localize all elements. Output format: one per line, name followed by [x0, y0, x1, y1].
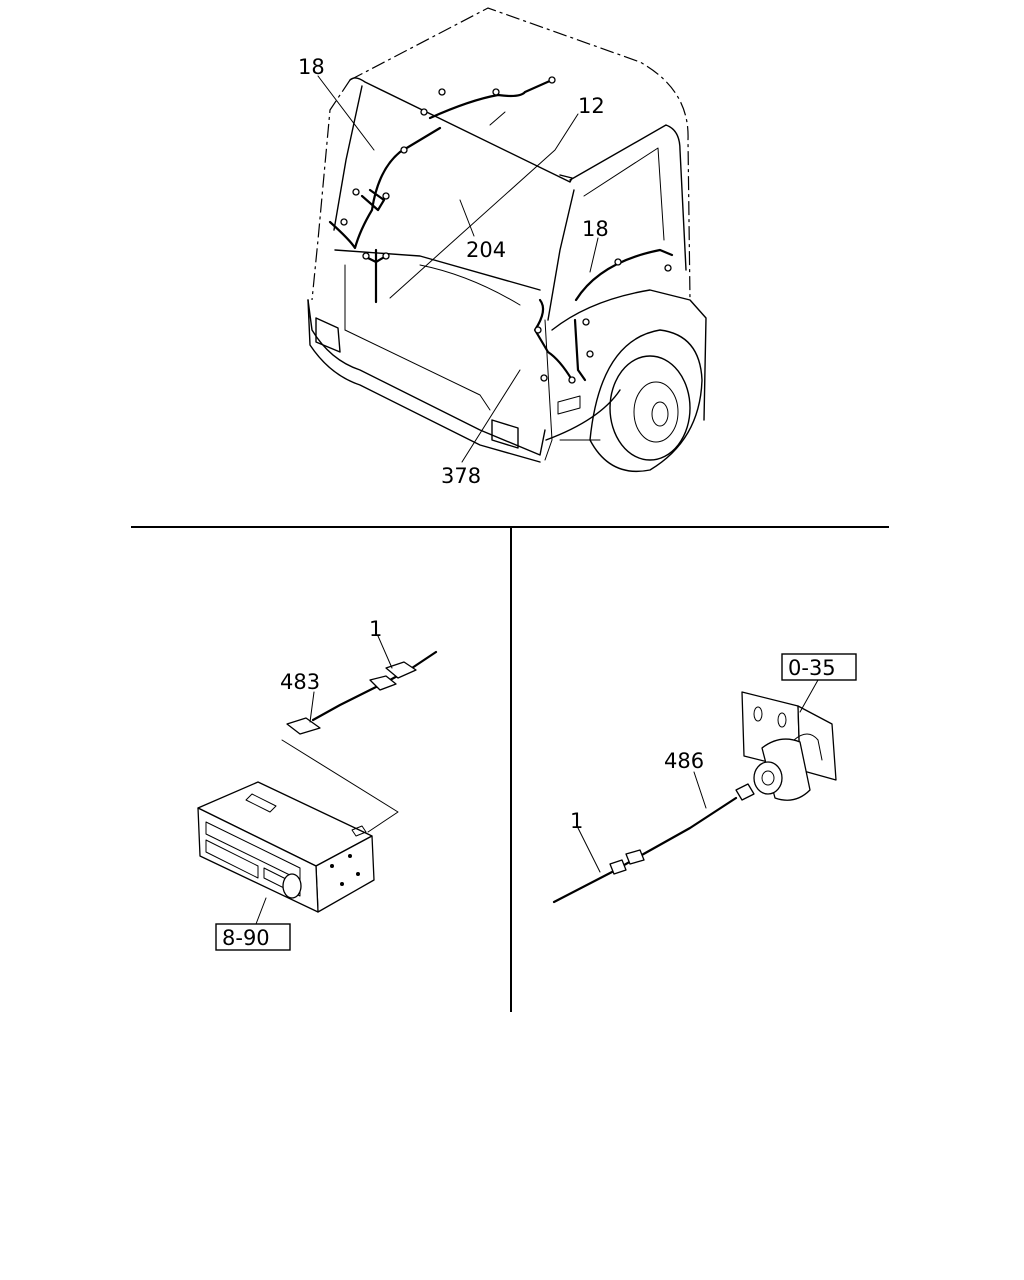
radio-connector-block: [351, 825, 367, 837]
body-side-panel: [551, 289, 707, 421]
leader-483: [309, 691, 315, 723]
bracket-hole-2: [777, 712, 787, 728]
callout-204: 204: [466, 238, 506, 262]
callout-1-antenna: 1: [570, 809, 583, 833]
callout-18-left: 18: [298, 55, 325, 79]
leader-204: [459, 199, 475, 237]
antenna-lead-wire: [311, 650, 438, 722]
wire-front-right: [533, 298, 574, 382]
right-a-pillar: [547, 189, 575, 321]
radio-knob: [282, 873, 302, 899]
radio-screw-4: [356, 872, 360, 876]
callout-483: 483: [280, 670, 320, 694]
bracket-hole-1: [753, 706, 763, 722]
callout-12: 12: [578, 94, 605, 118]
callout-1-radio: 1: [369, 617, 382, 641]
wire-harness-left: [328, 126, 442, 250]
callout-486: 486: [664, 749, 704, 773]
harness-connectors: [340, 76, 672, 384]
radio-screw-2: [348, 854, 352, 858]
lead-connector-2: [369, 675, 397, 691]
headlamp-left: [315, 317, 341, 353]
cable-connector-2: [625, 849, 645, 865]
leader-18-left: [317, 75, 375, 151]
radio-label-plate: [245, 793, 277, 813]
radio-assembly: [197, 635, 438, 925]
wire-roof: [428, 78, 554, 120]
left-pillar-outline: [311, 79, 351, 301]
radio-screw-1: [330, 864, 334, 868]
radio-screw-3: [340, 882, 344, 886]
dash-contour: [419, 264, 521, 306]
callout-18-right: 18: [582, 217, 609, 241]
grille-line: [344, 329, 491, 411]
cable-connector-1: [609, 859, 627, 875]
antenna-motor-end: [753, 761, 783, 795]
radio-buttons: [205, 839, 259, 879]
front-wheel: [559, 329, 703, 472]
left-a-pillar: [333, 85, 363, 231]
leader-1-radio: [377, 635, 393, 669]
leader-12: [389, 113, 579, 299]
headlamp-right: [491, 419, 519, 449]
feeder-connector: [286, 717, 321, 735]
ref-8-90[interactable]: 8-90: [222, 926, 270, 950]
dashboard-line: [334, 249, 541, 291]
wire-harness-right: [574, 248, 674, 302]
side-marker-lamp: [557, 395, 581, 415]
leader-1-antenna: [577, 827, 601, 873]
antenna-motor-hub: [761, 770, 775, 786]
roof-outline: [349, 7, 691, 301]
front-bumper-bottom: [307, 299, 541, 463]
leader-18-right: [589, 237, 599, 273]
roof-front-edge: [349, 77, 573, 183]
lead-connector-1: [385, 661, 417, 679]
wire-branch-left: [360, 188, 386, 212]
front-bumper-top: [307, 299, 546, 456]
right-corner-panel: [544, 319, 553, 461]
step-line: [545, 389, 621, 441]
roof-clip: [489, 111, 506, 126]
truck-cab-illustration: [307, 7, 707, 472]
connection-line: [281, 739, 399, 833]
right-window-frame: [569, 124, 687, 271]
side-window: [583, 147, 665, 241]
callout-378: 378: [441, 464, 481, 488]
antenna-assembly: [552, 679, 837, 904]
ref-0-35[interactable]: 0-35: [788, 656, 836, 680]
leader-486: [693, 771, 707, 809]
ref-box-8-90: [215, 923, 291, 951]
leader-378: [461, 369, 521, 463]
leader-0-35: [799, 679, 819, 713]
ref-box-0-35: [781, 653, 857, 681]
cable-connector-3: [735, 783, 755, 801]
antenna-mast-base: [793, 733, 823, 761]
wire-right-drop: [573, 318, 587, 382]
leader-8-90: [255, 897, 267, 925]
